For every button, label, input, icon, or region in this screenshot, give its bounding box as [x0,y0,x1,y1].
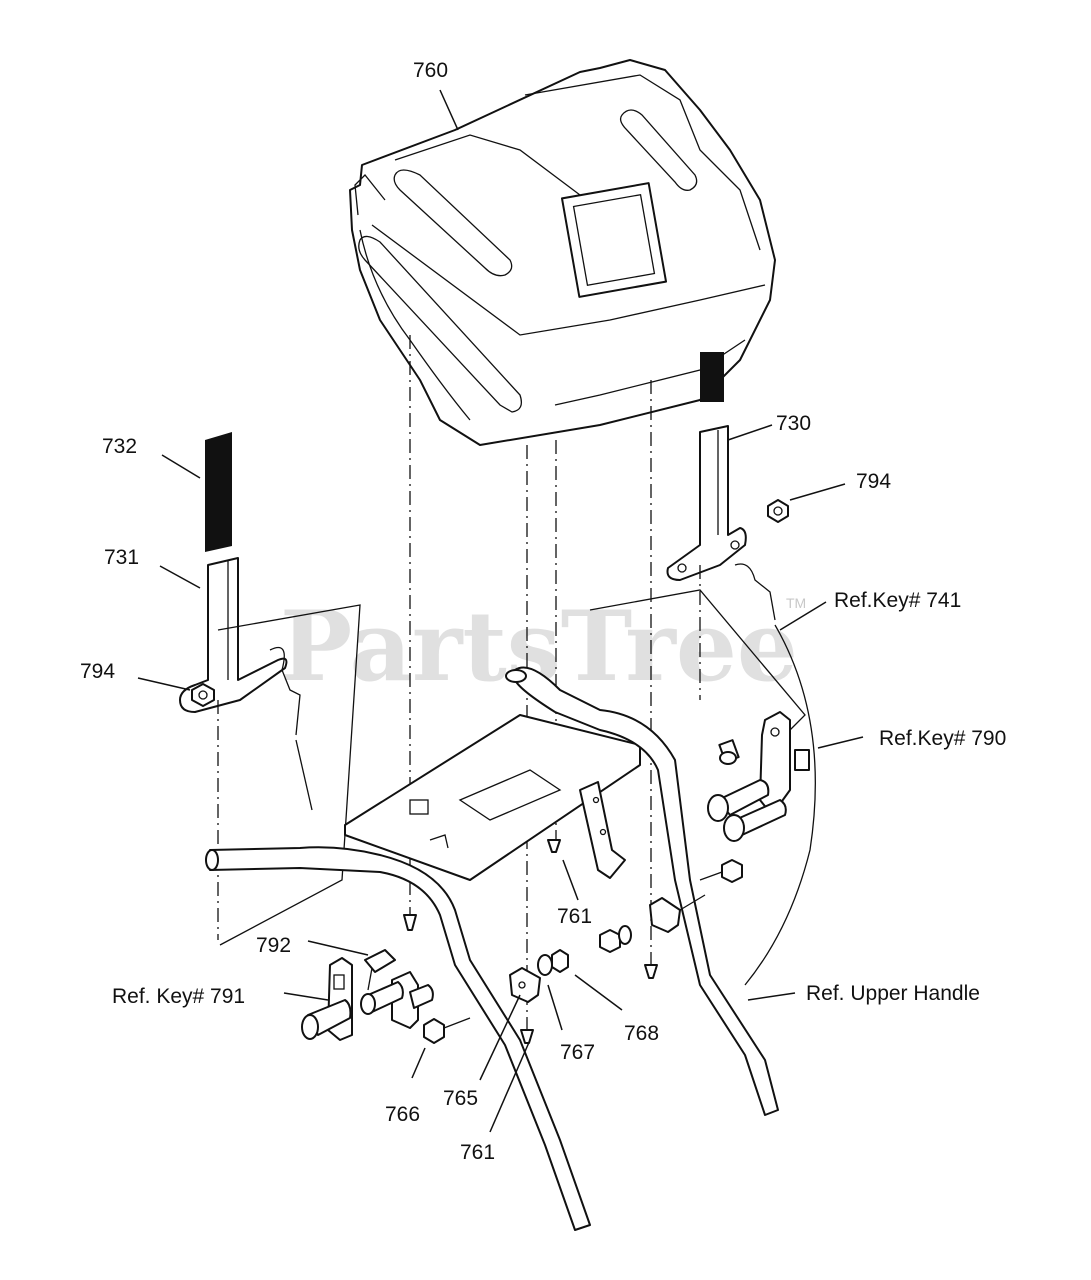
callout-761-upper: 761 [557,905,592,928]
callout-730: 730 [776,412,811,435]
handle-bars [205,666,779,1231]
pivot-bracket-790 [707,711,810,842]
decal-732 [205,432,232,552]
leader-lines [137,89,864,1133]
pivot-bracket-791 [301,957,434,1041]
callout-792: 792 [256,934,291,957]
callouts: 760 732 731 794 730 794 Ref.Key# 741 Ref… [80,59,1006,1164]
callout-794-right: 794 [856,470,891,493]
lever-730 [666,425,816,986]
callout-ref-790: Ref.Key# 790 [879,727,1006,750]
hardware [364,839,743,1044]
watermark-trademark: TM [786,595,806,611]
callout-761-lower: 761 [460,1141,495,1164]
callout-765: 765 [443,1087,478,1110]
callout-732: 732 [102,435,137,458]
ref-plane-left [217,604,361,946]
callout-766: 766 [385,1103,420,1126]
callout-794-left: 794 [80,660,115,683]
callout-ref-741: Ref.Key# 741 [834,589,961,612]
shroud-cover [349,59,776,446]
decal-right [700,352,724,402]
callout-767: 767 [560,1041,595,1064]
ref-plane-right [589,589,806,731]
callout-ref-upper-handle: Ref. Upper Handle [806,982,980,1005]
callout-731: 731 [104,546,139,569]
control-panel [344,714,641,881]
callout-ref-791: Ref. Key# 791 [112,985,245,1008]
callout-760: 760 [413,59,448,82]
callout-768: 768 [624,1022,659,1045]
lever-731 [179,557,313,811]
